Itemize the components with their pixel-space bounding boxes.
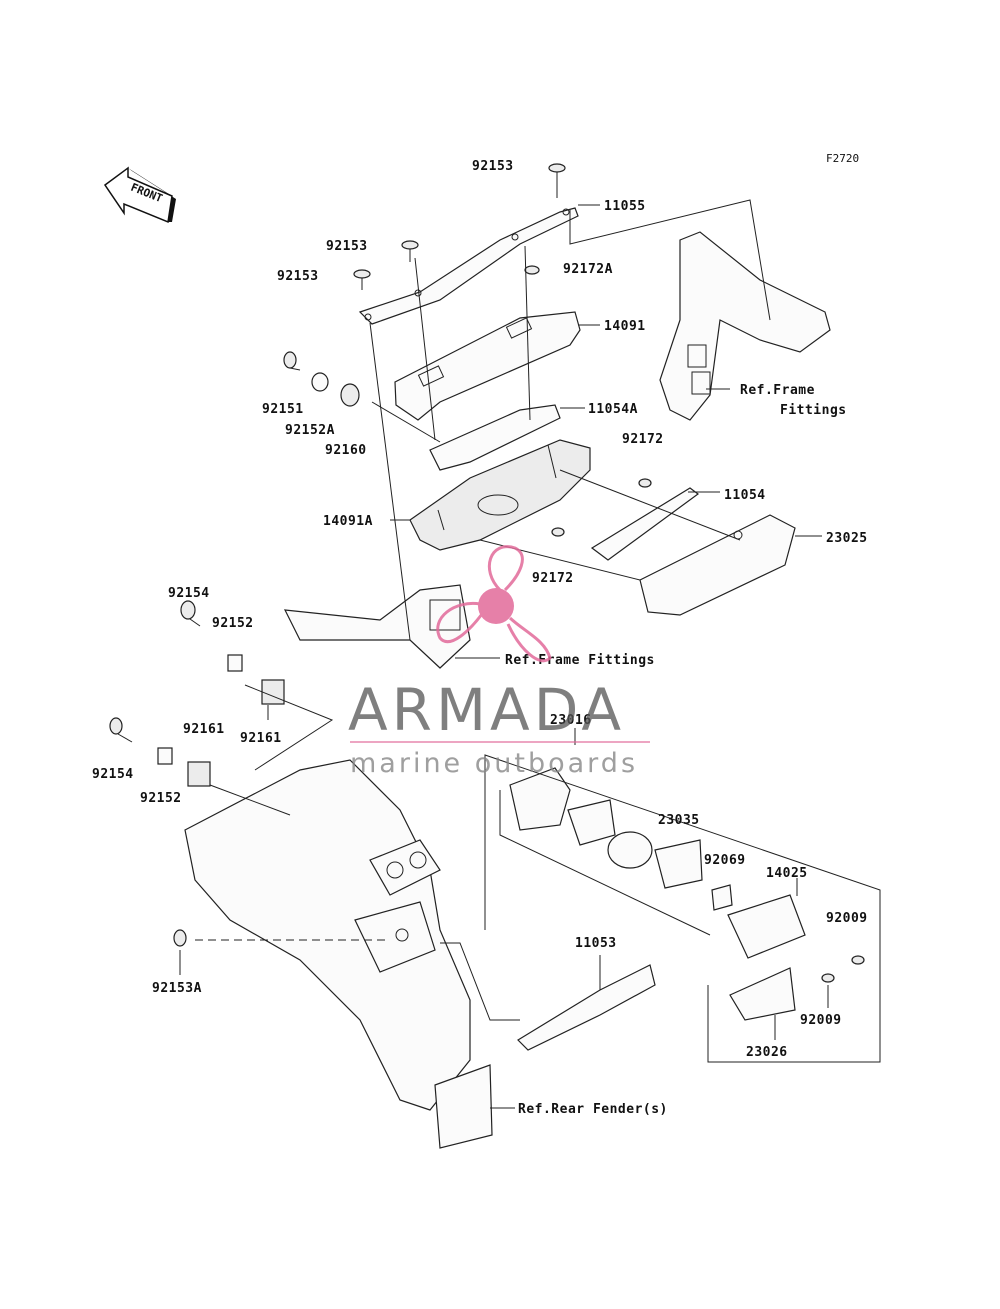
part-label: 92152A	[285, 423, 335, 438]
part-label: 23035	[658, 813, 700, 828]
part-label: 92153	[326, 239, 368, 254]
part-label: 92161	[183, 722, 225, 737]
part-label: 92153	[277, 269, 319, 284]
ref-frame-fittings-line2: Fittings	[780, 403, 847, 418]
part-label: 92153A	[152, 981, 202, 996]
part-label: 92161	[240, 731, 282, 746]
part-labels: 92153 11055 92153 92172A 92153 14091 921…	[92, 159, 868, 1060]
ref-rear-fender: Ref.Rear Fender(s)	[518, 1102, 668, 1117]
grab-cover-14091	[394, 311, 581, 421]
front-arrow-icon: FRONT	[103, 166, 176, 224]
reference-labels: Ref.Frame Fittings Ref.Frame Fittings Re…	[505, 383, 847, 1117]
part-label: 92009	[826, 911, 868, 926]
part-label: 92154	[168, 586, 210, 601]
part-label: 92172	[532, 571, 574, 586]
tail-cover-14091A	[409, 439, 591, 551]
figure-id: F2720	[826, 152, 859, 165]
fasteners-upper	[109, 163, 652, 947]
bracket-11054A	[429, 404, 561, 471]
part-label: 92152	[212, 616, 254, 631]
part-label: 23016	[550, 713, 592, 728]
leader-lines	[179, 185, 881, 1109]
part-label: 11055	[604, 199, 646, 214]
propeller-logo-icon	[436, 545, 552, 663]
part-label: 92151	[262, 402, 304, 417]
tail-lamp-23025	[639, 514, 796, 616]
part-label: 92172	[622, 432, 664, 447]
ref-frame-fittings-line1: Ref.Frame	[740, 383, 815, 398]
ref-frame-fittings: Ref.Frame Fittings	[505, 653, 655, 668]
watermark-tagline: marine outboards	[350, 748, 638, 779]
bracket-11055	[358, 207, 579, 325]
part-label: 14025	[766, 866, 808, 881]
watermark: ARMADA marine outboards	[348, 545, 650, 779]
part-label: 92152	[140, 791, 182, 806]
part-label: 92153	[472, 159, 514, 174]
plate-11054	[590, 487, 700, 561]
rear-fender	[184, 759, 493, 1149]
part-label: 92154	[92, 767, 134, 782]
part-label: 92009	[800, 1013, 842, 1028]
part-label: 23025	[826, 531, 868, 546]
part-label: 14091A	[323, 514, 373, 529]
part-label: 23026	[746, 1045, 788, 1060]
license-lamp-assembly	[509, 767, 865, 1051]
part-label: 11054	[724, 488, 766, 503]
part-label: 14091	[604, 319, 646, 334]
part-label: 92172A	[563, 262, 613, 277]
part-label: 92069	[704, 853, 746, 868]
part-label: 11054A	[588, 402, 638, 417]
frame-fittings-middle	[283, 584, 471, 669]
part-label: 11053	[575, 936, 617, 951]
watermark-brand: ARMADA	[348, 676, 625, 744]
part-label: 92160	[325, 443, 367, 458]
frame-fittings-upper	[659, 231, 831, 421]
